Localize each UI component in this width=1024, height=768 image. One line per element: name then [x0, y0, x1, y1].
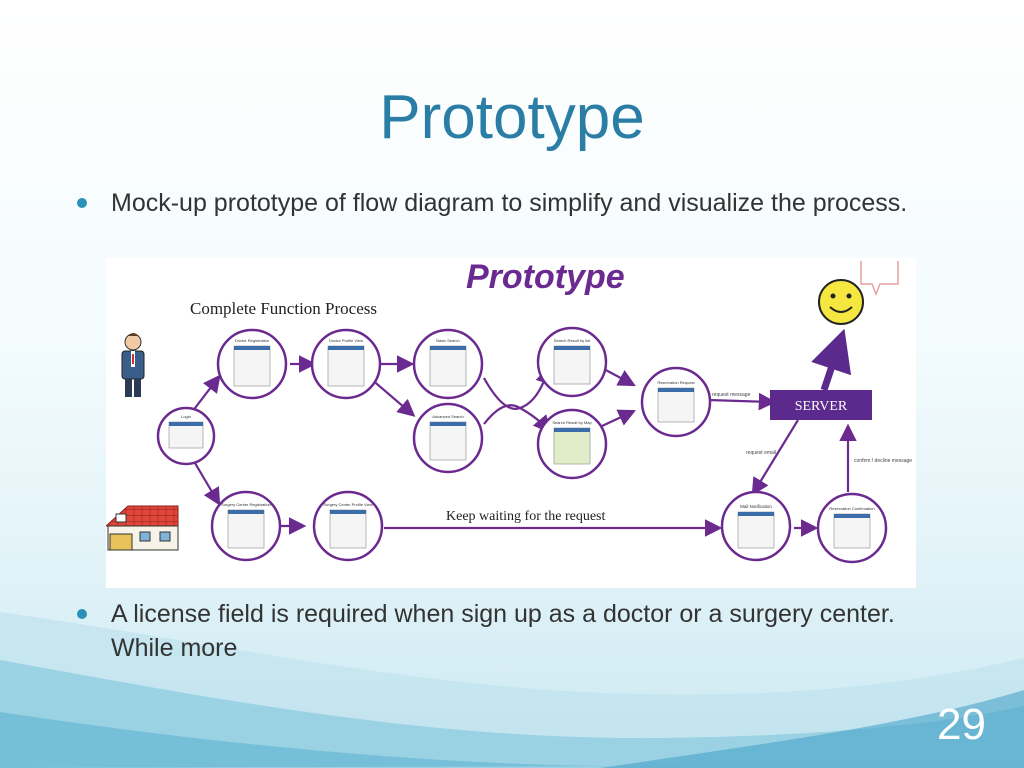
node-surgery-center-registration-label: Surgery Center Registration	[221, 502, 271, 507]
bullet-1: Mock-up prototype of flow diagram to sim…	[77, 186, 940, 220]
figure-subtitle: Complete Function Process	[190, 299, 377, 318]
page-number: 29	[937, 700, 986, 749]
house-icon	[104, 505, 179, 551]
node-reservation-request-label: Reservation Request	[657, 380, 695, 385]
node-surgery-center-profile-view: Surgery Center Profile View	[312, 490, 384, 562]
slide-title: Prototype	[379, 83, 645, 152]
node-search-result-map: Search Result by Map	[536, 408, 608, 480]
bullet-dot-icon	[77, 198, 87, 208]
bullet-1-text: Mock-up prototype of flow diagram to sim…	[111, 189, 908, 217]
node-advanced-search: Advanced Search	[412, 402, 484, 474]
edge-label-request-email: request email	[746, 450, 776, 456]
server-node: SERVER	[770, 390, 872, 420]
node-surgery-center-registration: Surgery Center Registration	[210, 490, 282, 562]
edge-label-request-message: request message	[712, 392, 751, 398]
bullet-2: A license field is required when sign up…	[77, 597, 940, 665]
node-doctor-profile-view: Doctor Profile View	[310, 328, 382, 400]
node-reservation-request: Reservation Request	[640, 366, 712, 438]
node-advanced-search-label: Advanced Search	[432, 414, 464, 419]
node-doctor-registration: Doctor Registration	[216, 328, 288, 400]
node-basic-search: Basic Search	[412, 328, 484, 400]
node-login-label: Login	[181, 414, 191, 419]
flow-diagram: Prototype Complete Function Process	[104, 258, 912, 564]
node-login: Login	[156, 406, 216, 466]
doctor-person-icon	[121, 333, 145, 397]
figure-title: Prototype	[466, 258, 625, 296]
speech-bubble-icon	[860, 261, 899, 297]
node-search-result-list-label: Search Result by list	[554, 338, 591, 343]
wait-label: Keep waiting for the request	[446, 509, 605, 524]
node-mail-notification-label: Mail Notification	[740, 504, 772, 509]
node-search-result-list: Search Result by list	[536, 326, 608, 398]
node-mail-notification: Mail Notification	[720, 490, 792, 562]
node-reservation-confirmation: Reservation Confirmation	[816, 492, 888, 564]
smiley-face-icon	[818, 279, 864, 325]
server-to-user-arrow	[811, 328, 852, 392]
server-label: SERVER	[795, 399, 848, 414]
node-surgery-center-profile-view-label: Surgery Center Profile View	[323, 502, 372, 507]
edge-label-confirm-decline: confirm / decline message	[854, 458, 912, 464]
prototype-flow-figure: Prototype Complete Function Process	[104, 258, 916, 588]
node-reservation-confirmation-label: Reservation Confirmation	[829, 506, 874, 511]
node-basic-search-label: Basic Search	[436, 338, 460, 343]
bullet-2-text: A license field is required when sign up…	[111, 600, 895, 662]
bullet-dot-icon	[77, 609, 87, 619]
node-search-result-map-label: Search Result by Map	[552, 420, 592, 425]
flow-connectors	[191, 355, 857, 537]
node-doctor-profile-view-label: Doctor Profile View	[329, 338, 363, 343]
node-doctor-registration-label: Doctor Registration	[235, 338, 269, 343]
